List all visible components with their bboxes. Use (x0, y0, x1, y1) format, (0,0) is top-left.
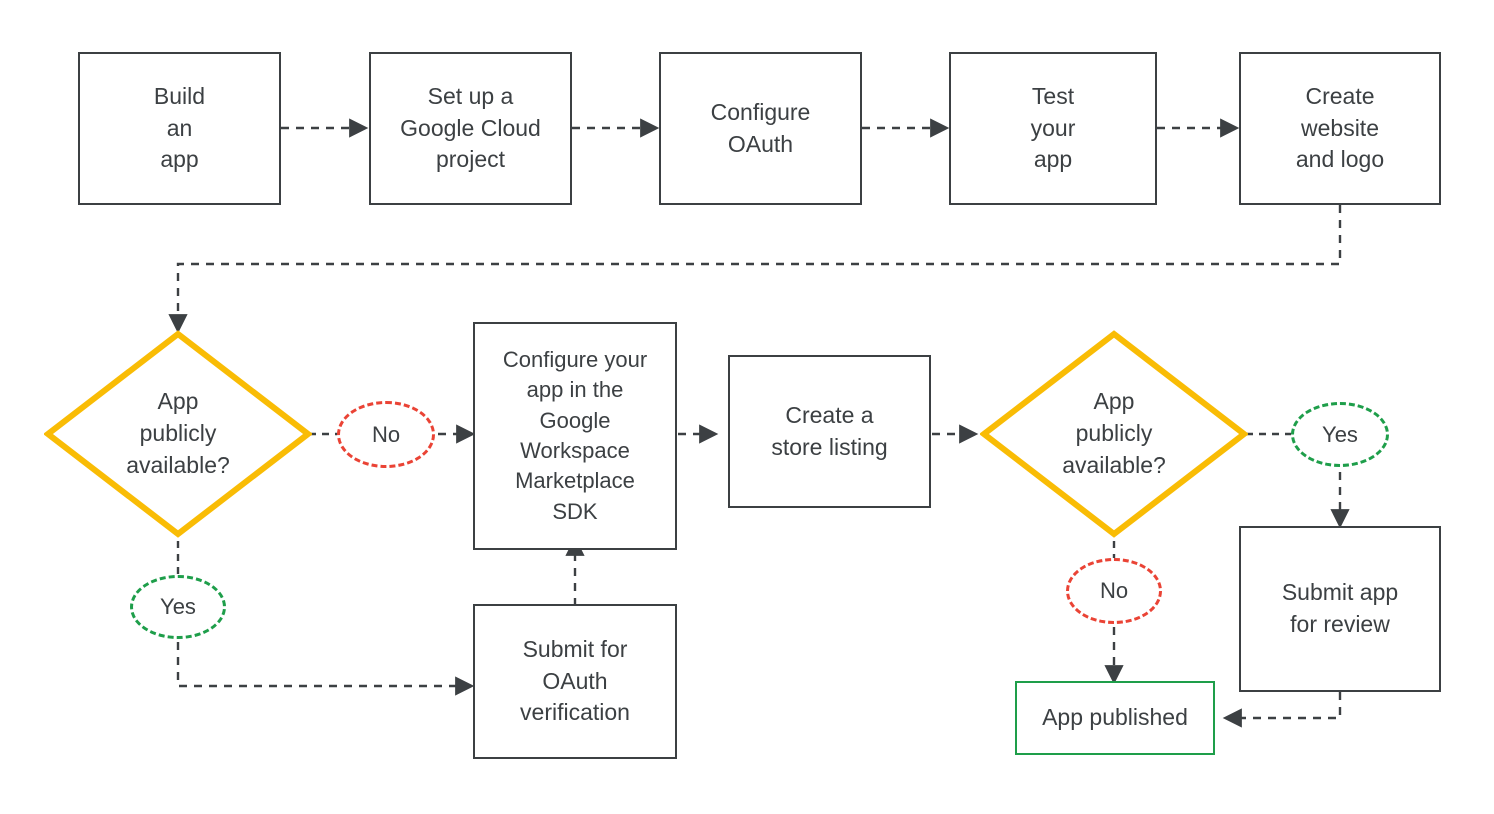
node-label: Create a store listing (771, 401, 888, 460)
node-label: App published (1042, 704, 1188, 731)
node-label: Create website and logo (1295, 82, 1385, 173)
node-label: Configure your app in the Google Workspa… (502, 346, 648, 524)
node-create-store-listing[interactable]: Create a store listing (728, 355, 931, 508)
node-label: App publicly available? (1062, 388, 1166, 478)
edge-label-yes-left: Yes (130, 575, 226, 639)
edge-website-to-decision-left (168, 205, 1342, 334)
node-label: Test your app (1030, 82, 1076, 173)
node-decision-app-publicly-available-left[interactable]: App publicly available? (44, 330, 312, 538)
diamond-shape (44, 330, 312, 538)
node-label: Submit for OAuth verification (520, 635, 630, 726)
node-test-your-app[interactable]: Test your app (949, 52, 1157, 205)
node-configure-oauth[interactable]: Configure OAuth (659, 52, 862, 205)
node-label: Build an app (153, 82, 206, 173)
edge-submit-review-to-published (1222, 692, 1342, 728)
edge-label-text: Yes (160, 594, 196, 619)
node-submit-app-for-review[interactable]: Submit app for review (1239, 526, 1441, 692)
node-create-website-and-logo[interactable]: Create website and logo (1239, 52, 1441, 205)
node-build-an-app[interactable]: Build an app (78, 52, 281, 205)
node-decision-app-publicly-available-right[interactable]: App publicly available? (980, 330, 1248, 538)
node-configure-app-marketplace-sdk[interactable]: Configure your app in the Google Workspa… (473, 322, 677, 550)
node-app-published[interactable]: App published (1015, 681, 1215, 755)
edge-label-text: No (371, 421, 401, 447)
edge-label-no-left: No (337, 401, 435, 468)
edge-label-text: No (1099, 578, 1129, 603)
node-label: Set up a Google Cloud project (400, 82, 541, 173)
edge-label-text: Yes (1322, 421, 1358, 447)
diamond-shape (980, 330, 1248, 538)
node-label: App publicly available? (126, 388, 230, 478)
edge-label-no-right: No (1066, 558, 1162, 624)
edge-decision-left-yes-to-oauth-verification (176, 642, 475, 696)
node-set-up-google-cloud-project[interactable]: Set up a Google Cloud project (369, 52, 572, 205)
node-label: Configure OAuth (710, 98, 811, 157)
edge-label-yes-right: Yes (1291, 402, 1389, 467)
node-submit-for-oauth-verification[interactable]: Submit for OAuth verification (473, 604, 677, 759)
node-label: Submit app for review (1281, 579, 1399, 637)
